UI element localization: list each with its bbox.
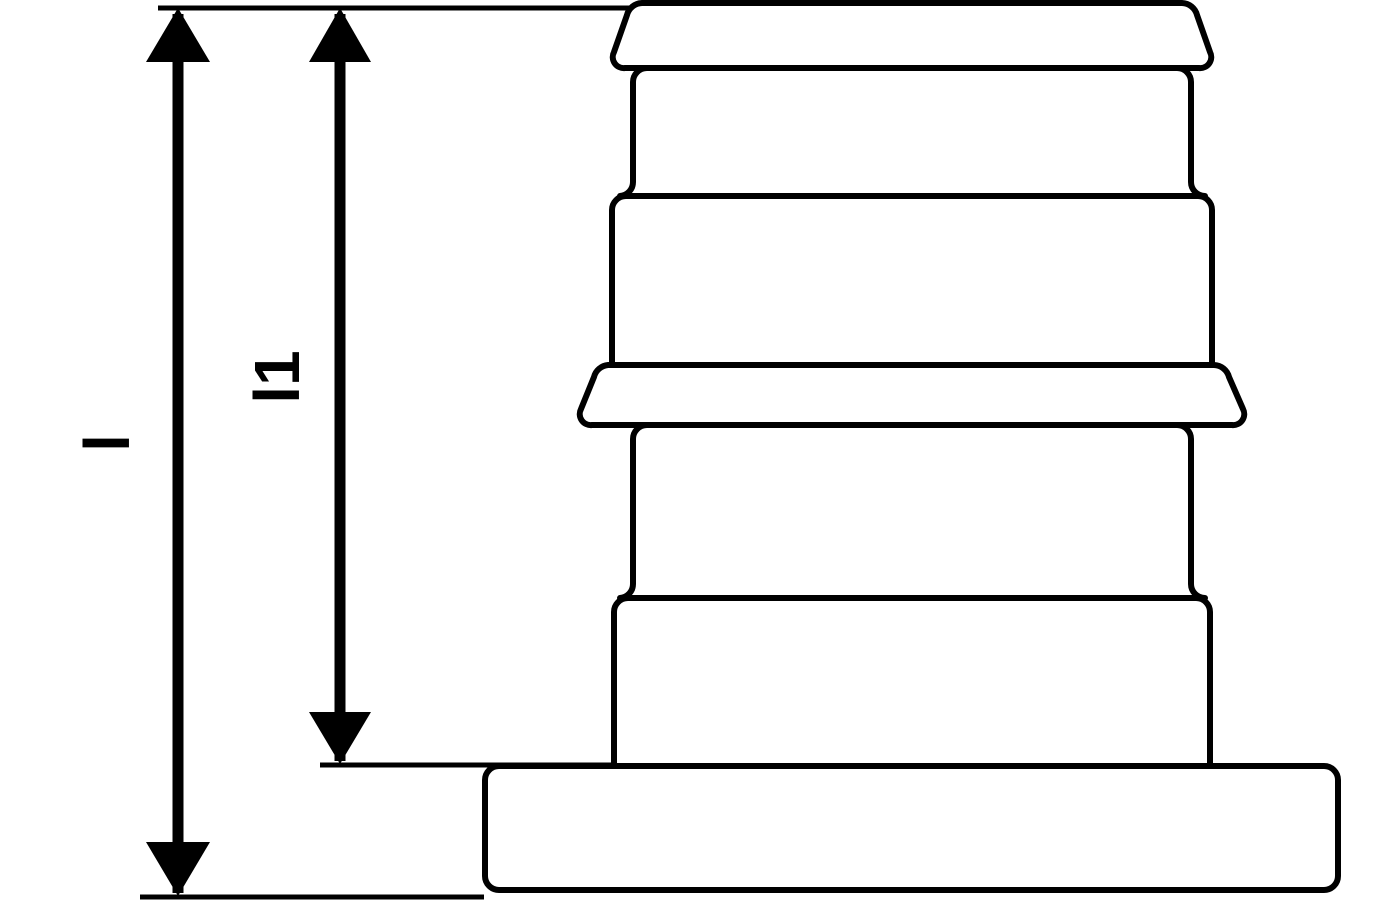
- dimension-lines: [140, 5, 630, 900]
- part-top-collar-flange: [609, 0, 1215, 72]
- dimension-label-l: l: [71, 434, 143, 452]
- part-lower-body-band: [611, 595, 1213, 769]
- part-middle-collar-flange: [576, 362, 1248, 429]
- arrowhead-l1-top: [309, 8, 371, 62]
- part-upper-neck-band: [617, 65, 1208, 199]
- arrowhead-l1-bottom: [309, 712, 371, 764]
- part-base-flange: [482, 763, 1341, 893]
- part-lower-neck-band: [617, 422, 1208, 601]
- dimension-label-l1: l1: [241, 350, 313, 404]
- arrowhead-l-top: [146, 8, 210, 62]
- arrowhead-l-bottom: [146, 842, 210, 896]
- part-upper-body-band: [609, 193, 1215, 368]
- part-outline: [482, 0, 1341, 893]
